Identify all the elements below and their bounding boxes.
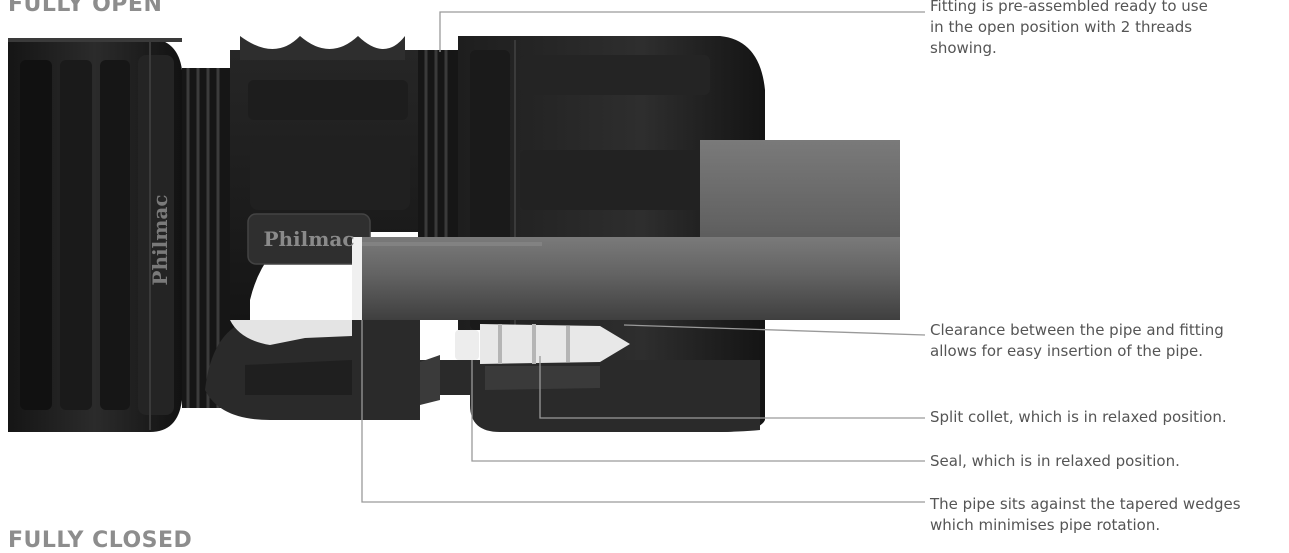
cutaway-section bbox=[205, 320, 760, 432]
left-nut bbox=[8, 38, 182, 432]
heading-fully-closed: FULLY CLOSED bbox=[8, 528, 193, 553]
callout-split-collet: Split collet, which is in relaxed positi… bbox=[930, 407, 1227, 428]
leader-line-clearance bbox=[623, 324, 926, 336]
thread-ring bbox=[182, 68, 230, 408]
callout-seal: Seal, which is in relaxed position. bbox=[930, 451, 1180, 472]
callout-pre-assembled: Fitting is pre-assembled ready to use in… bbox=[930, 0, 1208, 59]
leader-line-collet bbox=[539, 356, 925, 419]
heading-fully-open: FULLY OPEN bbox=[8, 0, 163, 17]
split-collet bbox=[480, 324, 630, 390]
leader-line-pre-assembled bbox=[439, 11, 925, 52]
callout-split-collet-text: Split collet, which is in relaxed positi… bbox=[930, 408, 1227, 426]
callout-clearance-text: Clearance between the pipe and fitting a… bbox=[930, 321, 1224, 360]
callout-clearance: Clearance between the pipe and fitting a… bbox=[930, 320, 1224, 362]
leader-line-pipe bbox=[361, 320, 925, 503]
leader-line-seal bbox=[471, 360, 925, 462]
pipe bbox=[352, 140, 900, 320]
callout-seal-text: Seal, which is in relaxed position. bbox=[930, 452, 1180, 470]
callout-pipe-wedges: The pipe sits against the tapered wedges… bbox=[930, 494, 1241, 536]
seal bbox=[455, 330, 479, 360]
right-cap bbox=[458, 36, 765, 432]
fitting-body bbox=[230, 36, 418, 400]
callout-pre-assembled-text: Fitting is pre-assembled ready to use in… bbox=[930, 0, 1208, 57]
callout-pipe-wedges-text: The pipe sits against the tapered wedges… bbox=[930, 495, 1241, 534]
